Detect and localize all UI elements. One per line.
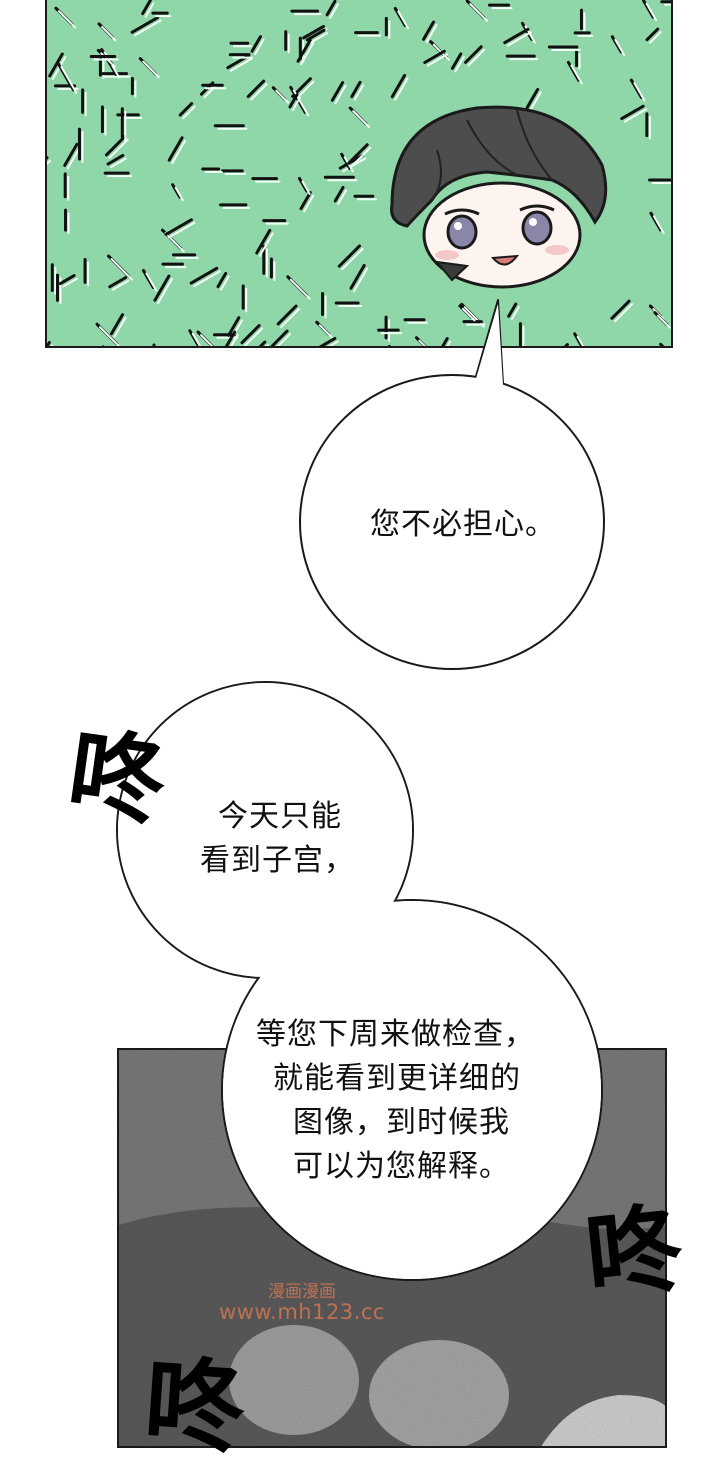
bubble-3-line-2: 就能看到更详细的 <box>273 1057 521 1101</box>
sfx-dong-3: 咚 <box>140 1322 250 1473</box>
sfx-dong-1: 咚 <box>61 694 175 845</box>
bubble-2-line-1: 今天只能 <box>218 795 342 839</box>
watermark-line-2: www.mh123.cc <box>202 1302 402 1322</box>
watermark: 漫画漫画 www.mh123.cc <box>202 1282 402 1322</box>
bubble-1-text: 您不必担心。 <box>370 503 556 547</box>
bubble-3-line-4: 可以为您解释。 <box>293 1145 510 1189</box>
speech-bubble-1 <box>300 300 604 669</box>
bubble-2-line-2: 看到子宫， <box>200 839 355 883</box>
sfx-dong-2: 咚 <box>578 1170 688 1318</box>
speech-bubble-2 <box>117 682 602 1280</box>
bubble-3-line-1: 等您下周来做检查， <box>256 1013 535 1057</box>
bubble-3-line-3: 图像，到时候我 <box>293 1101 510 1145</box>
watermark-line-1: 漫画漫画 <box>202 1282 402 1302</box>
